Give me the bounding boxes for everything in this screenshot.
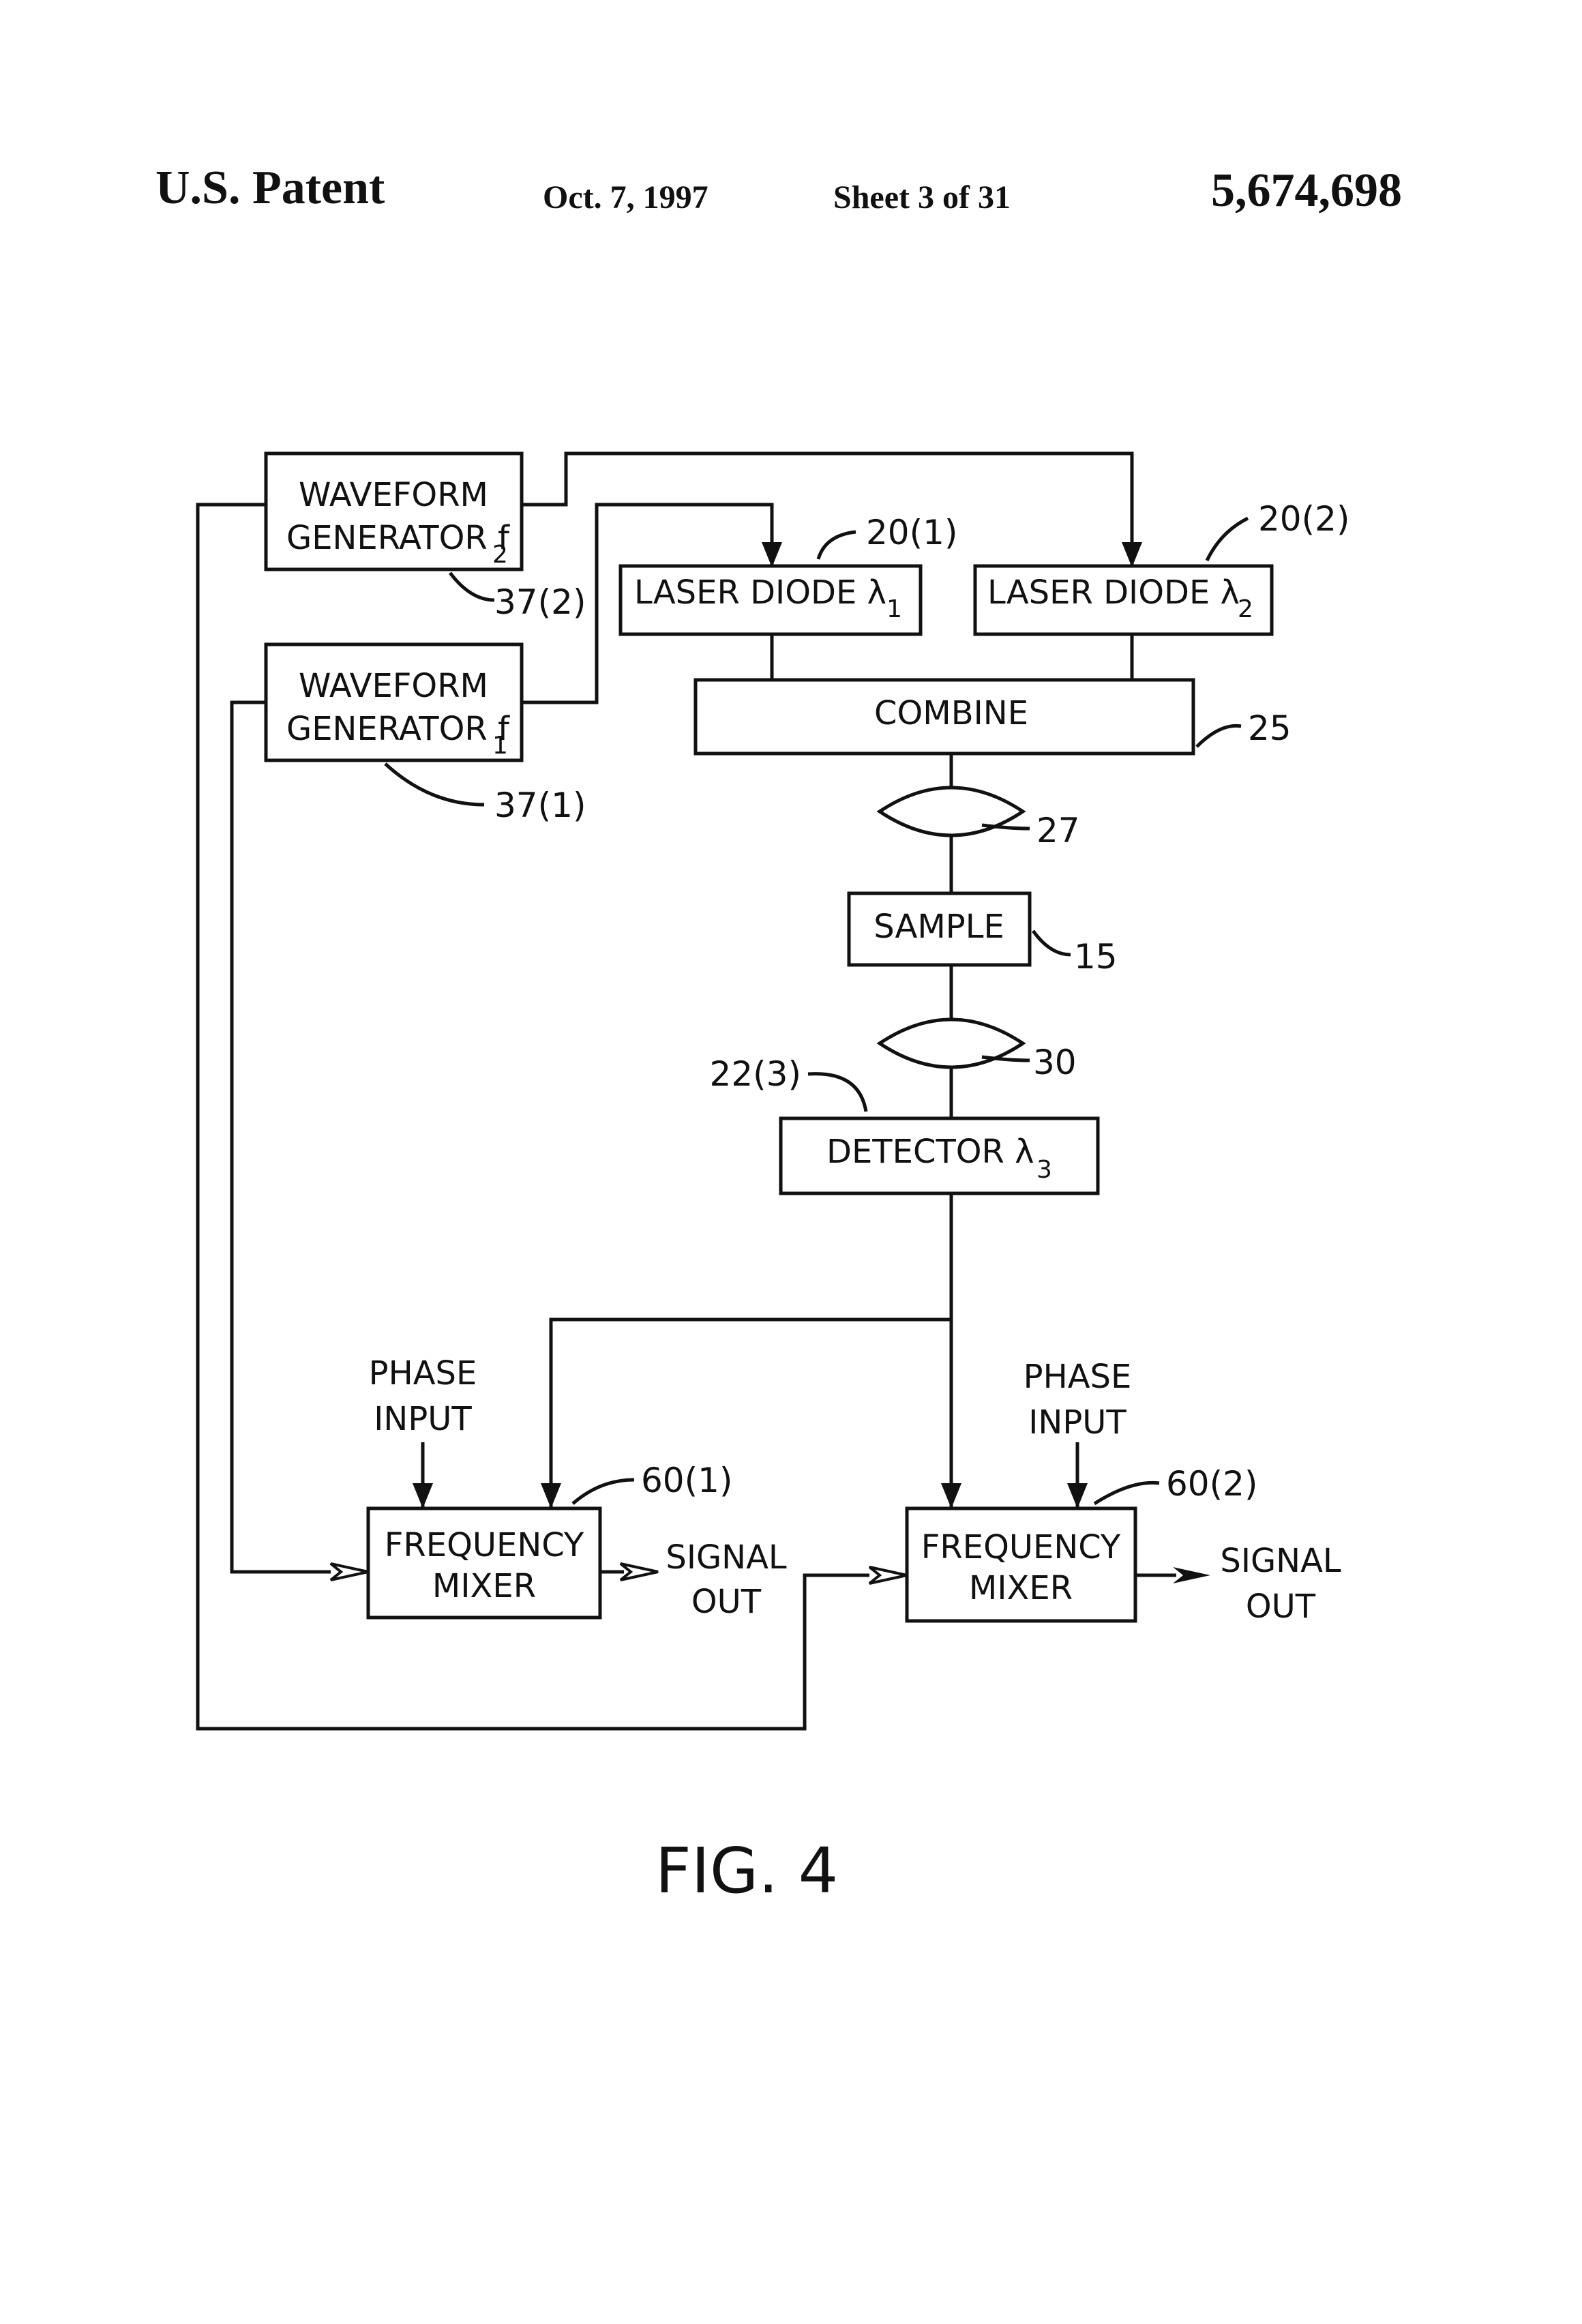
waveform-generator-f1: WAVEFORM GENERATOR f 1 xyxy=(266,644,522,760)
svg-text:COMBINE: COMBINE xyxy=(874,694,1028,732)
detector: DETECTOR λ 3 xyxy=(781,1118,1098,1193)
laser-diode-1: LASER DIODE λ 1 xyxy=(621,566,921,634)
frequency-mixer-2: FREQUENCY MIXER xyxy=(907,1508,1135,1621)
waveform-generator-f2: WAVEFORM GENERATOR f 2 xyxy=(266,453,522,569)
phase-input-2: PHASE INPUT xyxy=(1024,1358,1132,1442)
svg-text:GENERATOR f: GENERATOR f xyxy=(286,519,510,557)
ref-27: 27 xyxy=(1036,811,1080,850)
ref-15: 15 xyxy=(1074,937,1118,977)
reference-numerals: 37(2) 37(1) 20(1) 20(2) 25 27 15 30 22(3… xyxy=(385,499,1349,1504)
arrowhead-ld1 xyxy=(762,542,782,567)
wire-detector-to-mixer1 xyxy=(551,1320,951,1507)
signal-out-1: SIGNAL OUT xyxy=(666,1538,787,1621)
svg-text:WAVEFORM: WAVEFORM xyxy=(299,476,488,514)
ref-30: 30 xyxy=(1033,1043,1077,1082)
svg-text:PHASE: PHASE xyxy=(1024,1358,1132,1396)
svg-text:SAMPLE: SAMPLE xyxy=(874,908,1004,946)
svg-text:MIXER: MIXER xyxy=(432,1567,536,1605)
svg-text:2: 2 xyxy=(1238,595,1253,623)
wire-wg1-ref-to-mixer1 xyxy=(232,702,331,1572)
svg-text:WAVEFORM: WAVEFORM xyxy=(299,667,488,705)
wire-wg2-to-ld2 xyxy=(522,453,1132,566)
svg-text:SIGNAL: SIGNAL xyxy=(666,1538,787,1577)
phase-input-1: PHASE INPUT xyxy=(369,1354,477,1438)
arrowhead-ld2 xyxy=(1122,542,1142,567)
svg-text:SIGNAL: SIGNAL xyxy=(1220,1542,1341,1580)
svg-text:DETECTOR λ: DETECTOR λ xyxy=(826,1133,1034,1171)
svg-text:MIXER: MIXER xyxy=(969,1569,1073,1607)
ref-22-3: 22(3) xyxy=(710,1054,801,1094)
ref-25: 25 xyxy=(1248,709,1292,748)
svg-text:OUT: OUT xyxy=(1246,1588,1316,1626)
svg-text:PHASE: PHASE xyxy=(369,1354,477,1392)
ref-20-1: 20(1) xyxy=(866,513,957,552)
ref-37-2: 37(2) xyxy=(494,582,586,622)
svg-text:1: 1 xyxy=(492,732,508,760)
figure-label: FIG. 4 xyxy=(655,1834,838,1907)
svg-text:INPUT: INPUT xyxy=(1028,1403,1126,1442)
signal-out-2: SIGNAL OUT xyxy=(1220,1542,1341,1626)
svg-text:GENERATOR f: GENERATOR f xyxy=(286,710,510,748)
svg-text:LASER DIODE λ: LASER DIODE λ xyxy=(634,573,886,612)
ref-20-2: 20(2) xyxy=(1258,499,1349,539)
svg-text:1: 1 xyxy=(886,595,902,623)
svg-text:3: 3 xyxy=(1036,1156,1052,1184)
svg-text:LASER DIODE λ: LASER DIODE λ xyxy=(987,573,1240,612)
ref-37-1: 37(1) xyxy=(494,786,586,825)
frequency-mixer-1: FREQUENCY MIXER xyxy=(368,1508,600,1618)
svg-text:FREQUENCY: FREQUENCY xyxy=(385,1526,584,1564)
ref-60-2: 60(2) xyxy=(1166,1464,1257,1504)
svg-text:OUT: OUT xyxy=(691,1583,762,1621)
svg-text:FREQUENCY: FREQUENCY xyxy=(921,1528,1121,1566)
laser-diode-2: LASER DIODE λ 2 xyxy=(975,566,1272,634)
combiner: COMBINE xyxy=(696,680,1193,754)
ref-60-1: 60(1) xyxy=(641,1461,732,1500)
svg-text:2: 2 xyxy=(492,541,508,569)
sample: SAMPLE xyxy=(849,893,1030,965)
svg-text:INPUT: INPUT xyxy=(374,1400,472,1438)
